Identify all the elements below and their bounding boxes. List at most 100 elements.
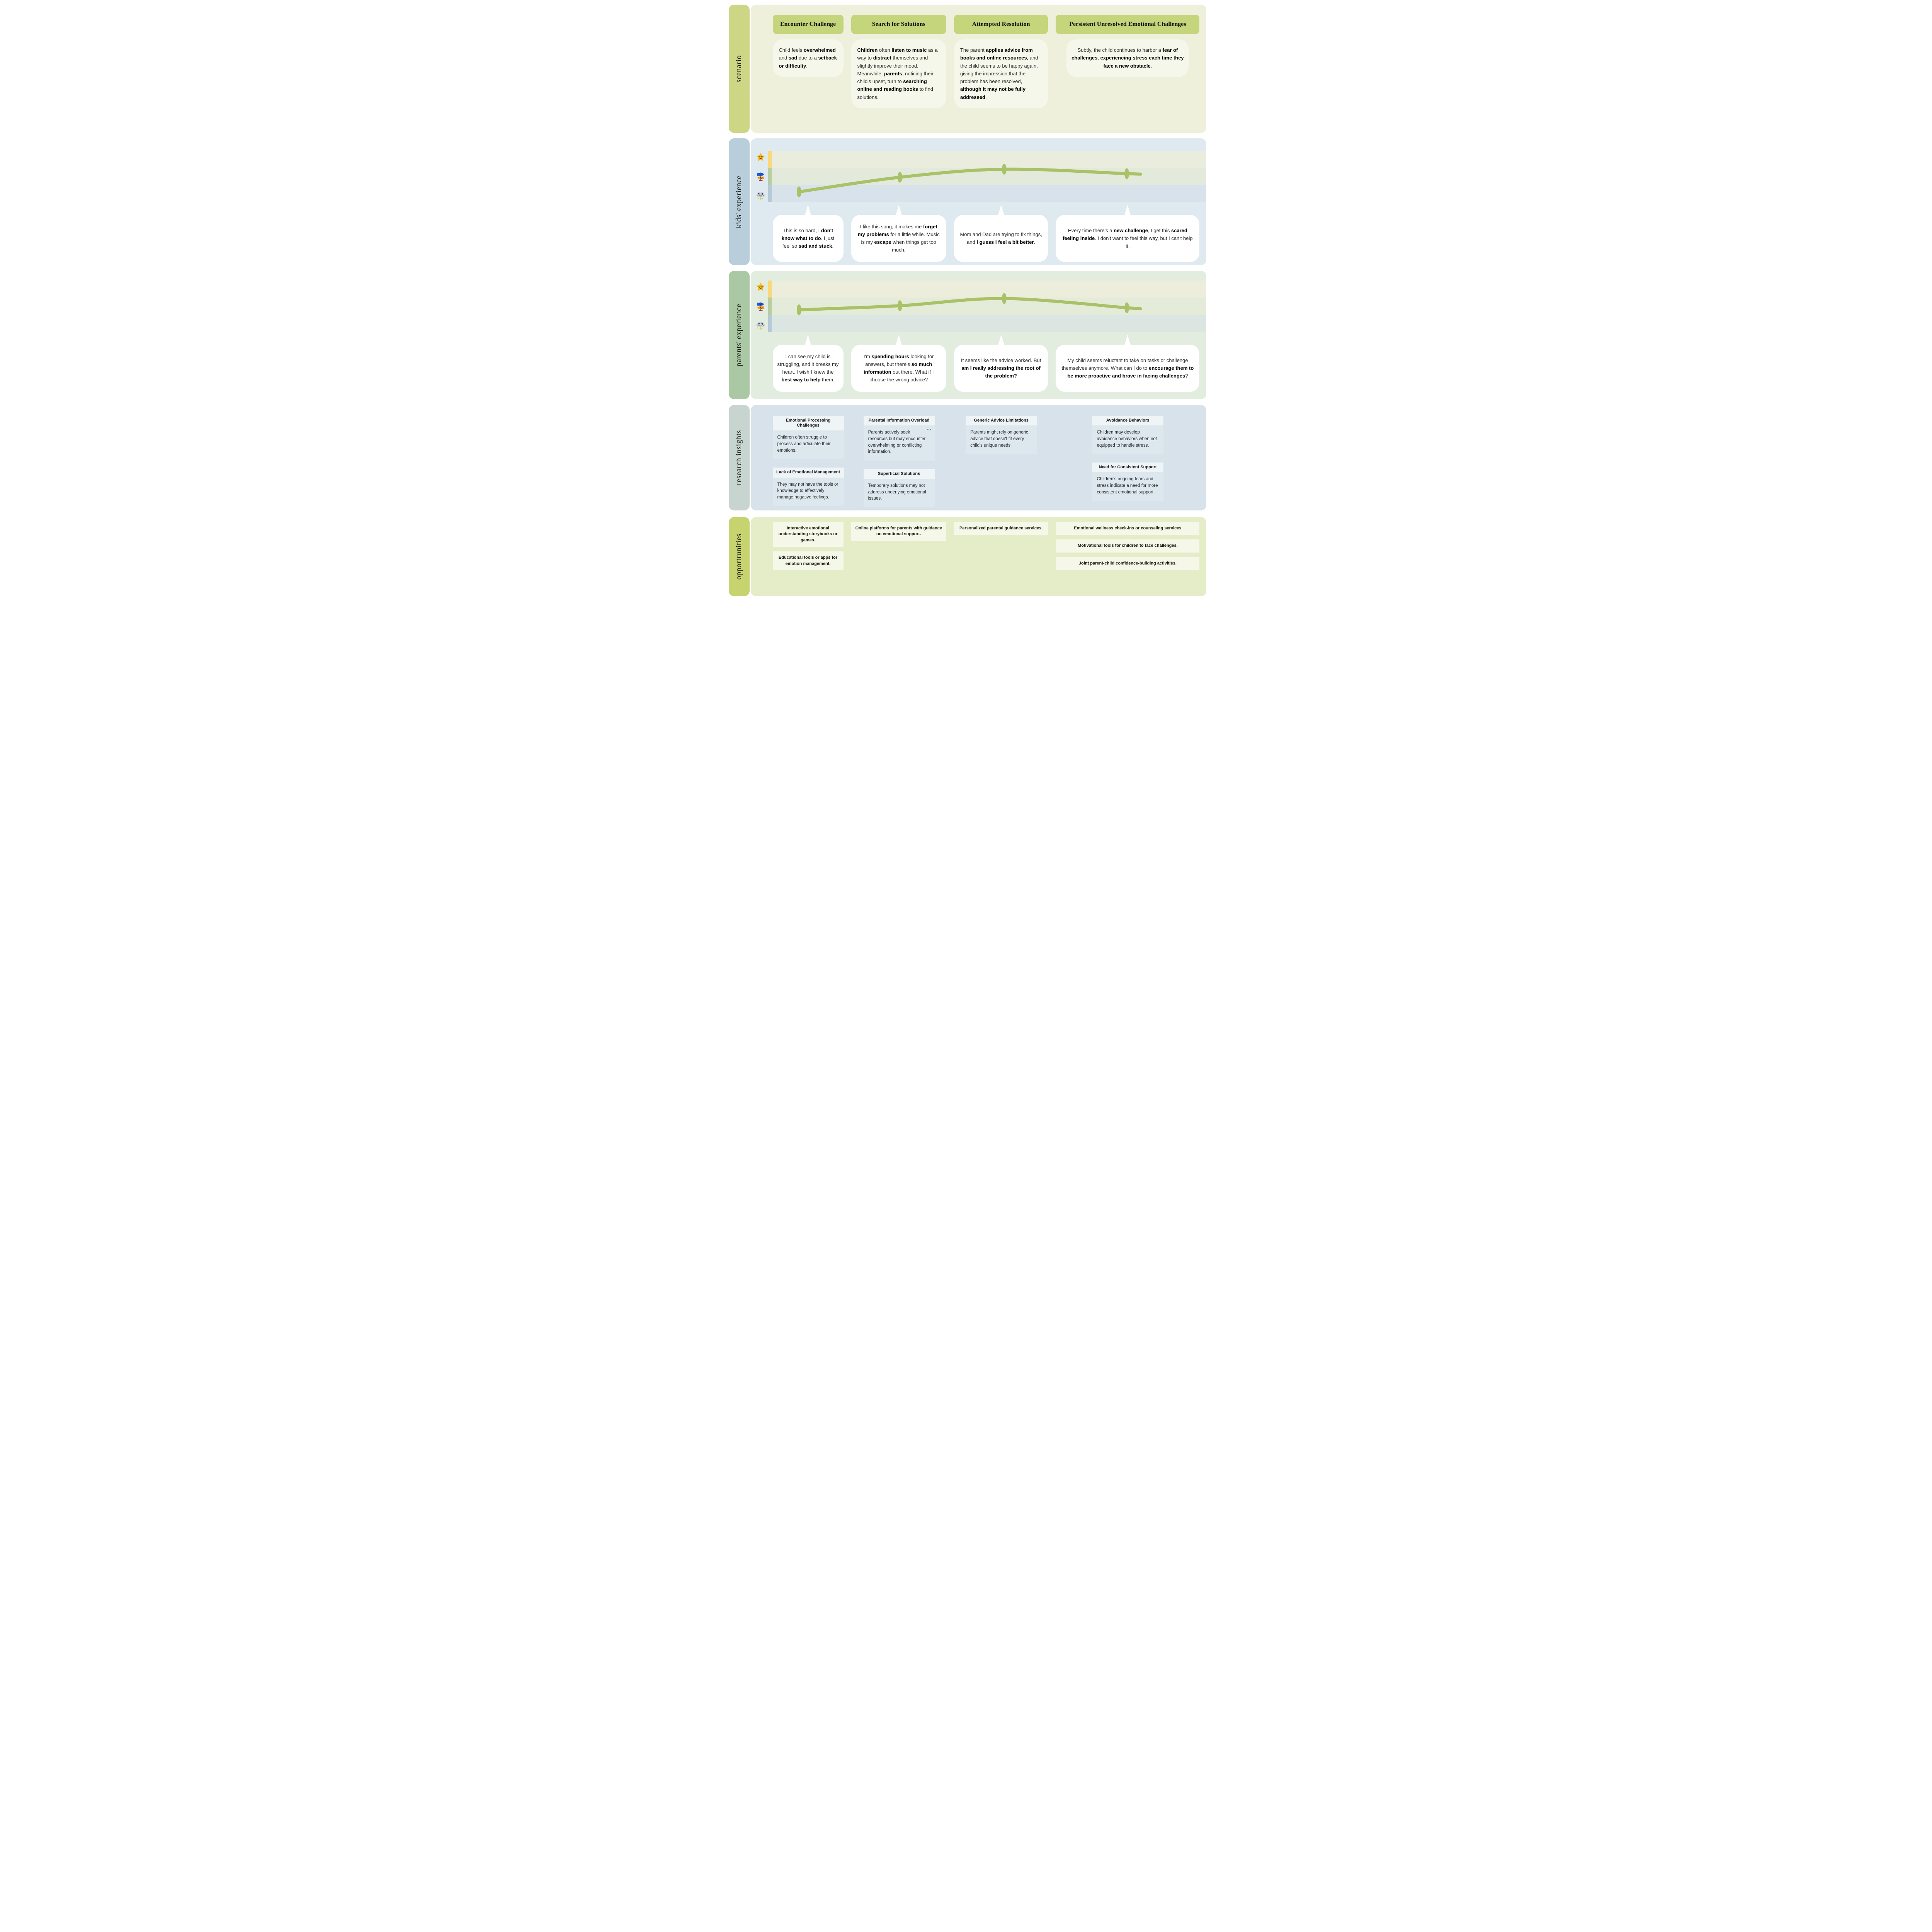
emotion-point (897, 172, 902, 183)
scenario-card-text: The parent applies advice from books and… (960, 47, 1038, 100)
research-card-body-text: Parents actively seek resources but may … (868, 430, 926, 454)
research-card-body: Parents actively seek resources but may … (863, 425, 935, 461)
research-card-title: Emotional Processing Challenges (772, 416, 844, 431)
emotion-axis-bar (768, 151, 772, 202)
scenario-content: Encounter Challenge Search for Solutions A… (750, 5, 1206, 133)
parent-quote-bubble-text: I can see my child is struggling, and it… (777, 353, 839, 383)
section-parents-experience: parents' experience (728, 271, 1206, 399)
opportunity-card: Interactive emotional understanding stor… (772, 522, 844, 547)
kids-quote-row: This is so hard, I don't know what to do… (751, 215, 1206, 262)
research-card-body: Children may develop avoidance behaviors… (1092, 425, 1163, 454)
kid-quote-bubble-text: Every time there's a new challenge, I ge… (1063, 227, 1193, 249)
scenario-card-text: Child feels overwhelmed and sad due to a… (779, 47, 837, 69)
kid-quote-bubble: This is so hard, I don't know what to do… (772, 215, 844, 262)
research-card-title: Need for Consistent Support (1092, 463, 1163, 473)
parent-quote-bubble-text: My child seems reluctant to take on task… (1061, 357, 1194, 379)
emotion-point (897, 300, 902, 311)
opportunity-card-text: Online platforms for parents with guidan… (855, 526, 942, 537)
scenario-section-label: scenario (735, 55, 743, 83)
stage-pill: Encounter Challenge (772, 15, 844, 34)
emotion-point (1002, 293, 1007, 304)
emotion-point (796, 186, 801, 197)
opportunity-column: Personalized parental guidance services. (954, 522, 1048, 570)
section-research-insights: research insights Emotional Processing C… (728, 405, 1206, 510)
parents-emotion-line-chart (771, 281, 1206, 332)
scenario-card: Children often listen to music as a way … (851, 39, 946, 108)
chart-band-happy (771, 281, 1206, 298)
angry-storm-cloud-icon (756, 321, 765, 331)
emotion-axis-bar (768, 281, 772, 332)
emotion-point (1124, 168, 1129, 179)
axis-segment-happy (768, 151, 772, 168)
stage-pill: Persistent Unresolved Emotional Challeng… (1056, 15, 1200, 34)
opportunity-card-text: Interactive emotional understanding stor… (778, 526, 838, 543)
opportunity-card-grid: Interactive emotional understanding stor… (751, 517, 1206, 570)
stage-pill-label: Attempted Resolution (972, 20, 1030, 27)
opportunity-card: Personalized parental guidance services. (954, 522, 1048, 535)
parents-quote-row: I can see my child is struggling, and it… (751, 345, 1206, 392)
scenario-card-text: Subtly, the child continues to harbor a … (1071, 47, 1184, 69)
section-opportunities: opportrunities Interactive emotional und… (728, 517, 1206, 596)
stage-pill: Attempted Resolution (954, 15, 1048, 34)
parents-section-label: parents' experience (735, 303, 743, 367)
kids-emotion-chart (751, 151, 1206, 202)
confused-signpost-icon (757, 172, 764, 181)
research-section-label: research insights (735, 430, 743, 485)
axis-segment-sad (768, 185, 772, 202)
ellipsis-icon: ... (927, 426, 932, 431)
kids-label-strip: kids' experience (728, 138, 750, 265)
research-card-body-text: Children may develop avoidance behaviors… (1097, 430, 1157, 448)
emotion-line (797, 167, 1142, 194)
opportunity-card: Motivational tools for children to face … (1056, 539, 1200, 553)
happy-star-icon (756, 153, 765, 161)
kid-quote-bubble: I like this song, it makes me forget my … (851, 215, 946, 262)
happy-star-icon (756, 282, 765, 291)
opportunity-card: Educational tools or apps for emotion ma… (772, 551, 844, 570)
axis-segment-happy (768, 281, 772, 298)
research-label-strip: research insights (728, 405, 750, 510)
opportunities-content: Interactive emotional understanding stor… (750, 517, 1206, 596)
opportunities-section-label: opportrunities (735, 533, 743, 580)
opportunity-column: Online platforms for parents with guidan… (851, 522, 946, 570)
opportunity-card-text: Personalized parental guidance services. (959, 526, 1043, 531)
research-card-title: Generic Advice Limitations (966, 416, 1037, 426)
emotion-line (797, 297, 1142, 311)
scenario-card: The parent applies advice from books and… (954, 39, 1048, 108)
emotion-axis-icons (753, 281, 768, 332)
opportunities-label-strip: opportrunities (728, 517, 750, 596)
parent-quote-bubble: I can see my child is struggling, and it… (772, 345, 844, 392)
opportunity-card: Emotional wellness check-ins or counseli… (1056, 522, 1200, 535)
confused-signpost-icon (757, 302, 764, 311)
opportunity-column: Emotional wellness check-ins or counseli… (1056, 522, 1200, 570)
chart-band-sad (771, 185, 1206, 202)
scenario-card: Child feels overwhelmed and sad due to a… (772, 39, 844, 77)
research-card-body: Parents might rely on generic advice tha… (966, 425, 1037, 454)
research-card-title: Parental Information Overload (863, 416, 935, 426)
emotion-point (1002, 163, 1007, 175)
stage-pill: Search for Solutions (851, 15, 946, 34)
angry-storm-cloud-icon (756, 192, 765, 201)
kids-content: This is so hard, I don't know what to do… (750, 138, 1206, 265)
opportunity-column: Interactive emotional understanding stor… (772, 522, 844, 570)
stage-pill-label: Search for Solutions (872, 20, 925, 27)
research-card-body-text: Parents might rely on generic advice tha… (970, 430, 1028, 448)
scenario-card: Subtly, the child continues to harbor a … (1066, 39, 1189, 77)
kid-quote-bubble-text: I like this song, it makes me forget my … (857, 223, 940, 253)
emotion-point (796, 304, 801, 315)
chart-band-happy (771, 151, 1206, 168)
opportunity-card-text: Motivational tools for children to face … (1078, 543, 1178, 548)
stage-pill-row: Encounter Challenge Search for Solutions A… (751, 5, 1206, 34)
parents-emotion-chart (751, 281, 1206, 332)
emotion-axis-icons (753, 151, 768, 202)
section-scenario: scenario Encounter Challenge Search for S… (728, 5, 1206, 133)
research-card-body-text: Temporary solutions may not address unde… (868, 483, 926, 501)
